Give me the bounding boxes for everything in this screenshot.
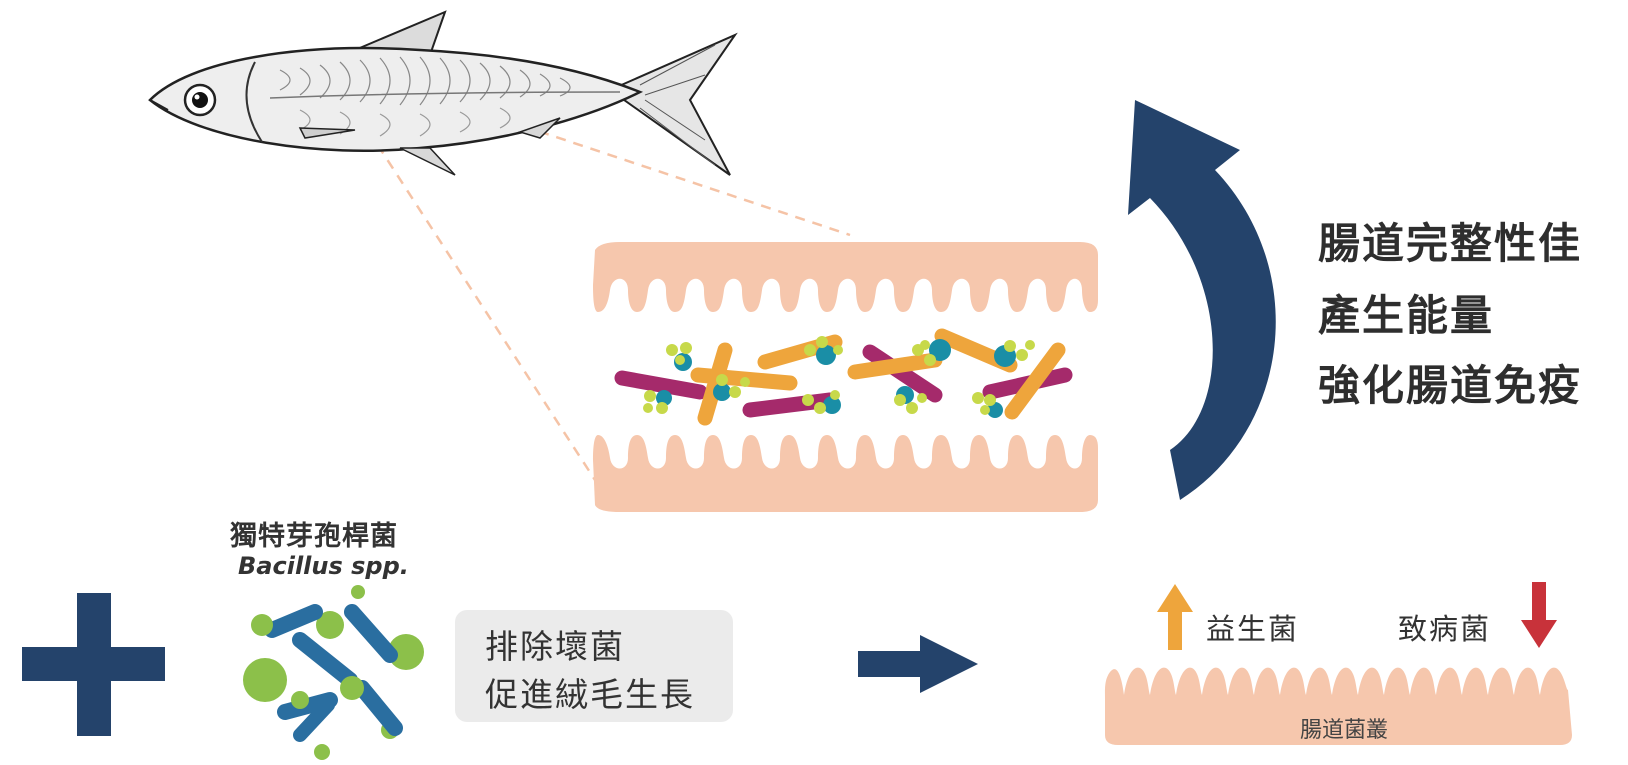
bacteria-cluster-icon <box>243 585 424 760</box>
right-arrow-icon <box>858 635 978 693</box>
plus-icon <box>22 593 165 736</box>
pathogen-label: 致病菌 <box>1398 612 1492 646</box>
benefit-gut-integrity: 腸道完整性佳 <box>1318 219 1583 268</box>
action-box: 排除壞菌 促進絨毛生長 <box>455 610 733 722</box>
bacillus-name-zh: 獨特芽孢桿菌 <box>230 521 398 552</box>
action-promote-villi: 促進絨毛生長 <box>485 675 695 714</box>
fish-icon <box>148 10 738 176</box>
benefit-immunity: 強化腸道免疫 <box>1318 361 1583 410</box>
benefit-energy: 產生能量 <box>1318 291 1495 340</box>
action-exclude-pathogens: 排除壞菌 <box>485 627 625 666</box>
gut-flora-label: 腸道菌叢 <box>1300 718 1389 743</box>
probiotic-label: 益生菌 <box>1206 612 1300 646</box>
cycle-arrow-icon <box>1128 100 1276 500</box>
zoom-lines <box>366 118 851 481</box>
bacillus-name-sci: Bacillus spp. <box>238 552 409 580</box>
up-arrow-icon <box>1157 584 1193 650</box>
down-arrow-icon <box>1521 582 1557 648</box>
gut-flora-strip <box>1104 667 1572 745</box>
intestine-illustration <box>593 242 1098 512</box>
lumen-bacteria <box>614 328 1073 426</box>
